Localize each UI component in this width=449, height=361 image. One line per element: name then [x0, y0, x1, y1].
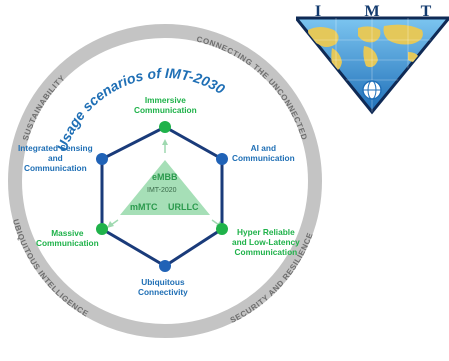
node-ai-and-communication — [216, 153, 228, 165]
node-integrated-sensing — [96, 153, 108, 165]
node-hyper-reliable-low-latency — [216, 223, 228, 235]
label-hyper-reliable-low-latency: Hyper Reliable and Low-Latency Communica… — [232, 227, 300, 257]
node-ubiquitous-connectivity — [159, 260, 171, 272]
label-line: and — [47, 153, 63, 163]
label-line: Connectivity — [138, 287, 188, 297]
label-ai-and-communication: AI and Communication — [232, 143, 295, 163]
imt-2020-triangle — [120, 160, 210, 215]
center-imt-2020: IMT-2020 — [147, 187, 177, 194]
world-map-icon — [296, 18, 449, 112]
label-massive-communication: Massive Communication — [36, 228, 99, 248]
outer-ring — [8, 24, 322, 338]
logo-letter-m: M — [364, 3, 379, 20]
logo-letter-i: I — [315, 3, 321, 20]
arrow-left-head — [107, 221, 114, 228]
node-massive-communication — [96, 223, 108, 235]
label-line: Immersive — [144, 95, 186, 105]
node-immersive-communication — [159, 121, 171, 133]
label-line: Communication — [23, 163, 87, 173]
imt-logo: I M T — [296, 3, 449, 115]
arrow-up-head — [162, 139, 168, 145]
label-ubiquitous-connectivity: Ubiquitous Connectivity — [138, 277, 188, 297]
label-integrated-sensing: Integrated Sensing and Communication — [18, 143, 93, 173]
label-line: Ubiquitous — [141, 277, 185, 287]
label-immersive-communication: Immersive Communication — [134, 95, 197, 115]
label-line: Communication — [36, 238, 99, 248]
label-line: Communication — [232, 153, 295, 163]
label-line: Hyper Reliable — [237, 227, 295, 237]
center-urllc: URLLC — [168, 202, 199, 212]
label-line: Communication — [134, 105, 197, 115]
label-line: AI and — [250, 143, 277, 153]
center-embb: eMBB — [152, 172, 178, 182]
label-line: Communication — [234, 247, 298, 257]
label-line: Massive — [51, 228, 84, 238]
label-line: and Low-Latency — [232, 237, 300, 247]
center-mmtc: mMTC — [130, 202, 158, 212]
label-line: Integrated Sensing — [18, 143, 93, 153]
logo-letter-t: T — [421, 3, 432, 20]
